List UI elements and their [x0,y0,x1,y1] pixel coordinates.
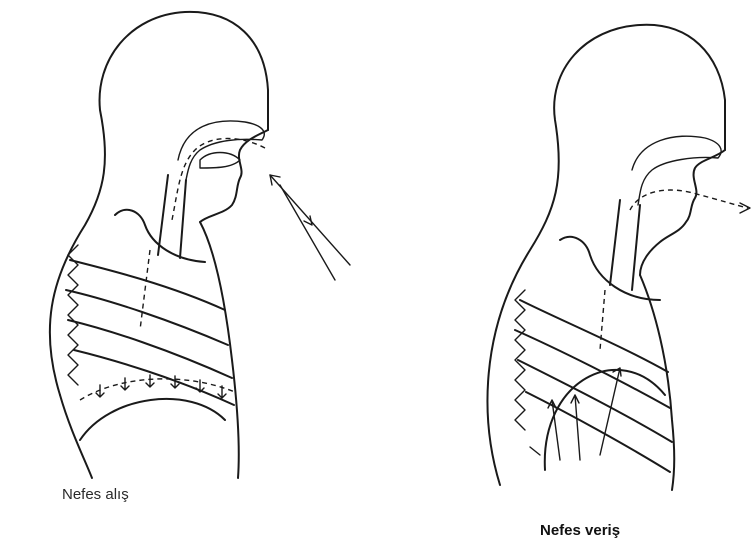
inhale-oral-cavity [200,153,240,169]
exhale-chest-arrows [530,368,621,460]
inhale-air-arrows [270,175,350,280]
exhale-rib-3 [518,360,672,442]
inhale-caption: Nefes alış [62,486,129,503]
inhale-midline [140,250,150,330]
inhale-rib-4 [74,350,234,405]
inhale-face-profile [200,130,268,222]
exhale-airflow-path [630,190,748,210]
inhale-rib-1 [70,260,225,310]
inhale-body-outline [50,12,268,395]
inhale-nasal-cavity [178,121,264,180]
exhale-midline [600,290,605,350]
inhale-diaphragm [80,399,225,440]
exhale-caption: Nefes veriş [540,522,620,539]
inhale-rib-2 [66,290,228,345]
exhale-rib-1 [520,300,668,372]
inhale-figure [50,12,350,478]
exhale-clavicle [560,237,660,300]
inhale-rib-3 [68,320,232,378]
exhale-body-outline [488,25,725,485]
exhale-rib-2 [515,330,670,408]
inhale-spine [68,245,78,385]
exhale-air-arrowhead [740,203,750,213]
exhale-figure [488,25,750,490]
exhale-diaphragm [545,370,665,470]
inhale-diaphragm-dashed [80,379,235,400]
inhale-front-chest [200,222,239,478]
inhale-back-line [60,395,92,478]
exhale-trachea [610,200,640,290]
